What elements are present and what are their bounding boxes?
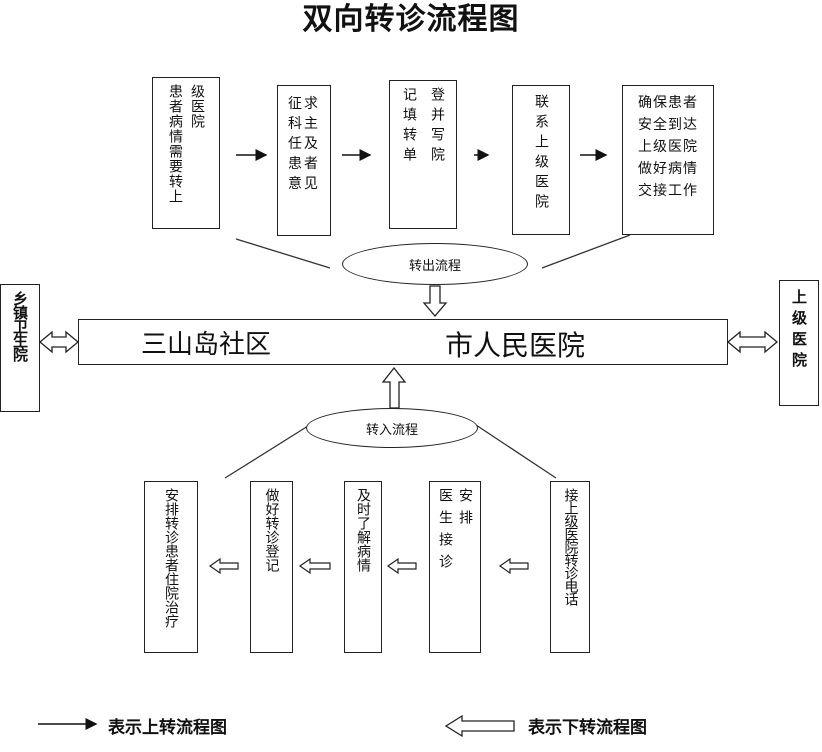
outbound-step-2-box: 征求 科主 任及 患者 意见 — [277, 85, 331, 236]
diag-bottom-left — [224, 425, 309, 479]
outbound-step-5-line4: 做好病情 — [638, 161, 698, 177]
township-hospital-label: 乡镇卫生院 — [11, 291, 29, 361]
inbound-step-5-text: 安排转诊患者住院治疗 — [163, 488, 179, 628]
township-hospital-box: 乡镇卫生院 — [0, 284, 40, 412]
diag-top-right — [541, 234, 631, 269]
double-arrow-right — [726, 330, 779, 354]
legend-down-text: 表示下转流程图 — [528, 718, 647, 738]
outbound-step-1-col1: 级医院 — [189, 84, 205, 129]
inbound-step-2-col2: 医生接诊 — [437, 488, 453, 576]
diag-bottom-right — [475, 424, 557, 479]
outbound-step-5-line2: 安全到达 — [638, 117, 698, 133]
city-hospital-label: 市人民医院 — [445, 329, 586, 362]
diagram-title: 双向转诊流程图 — [302, 2, 520, 37]
double-arrow-left — [38, 330, 80, 354]
hollow-arrow-left-3 — [298, 557, 331, 575]
hollow-arrow-left-4 — [208, 557, 239, 575]
outbound-step-1-box: 级医院 患者病情需要转上 — [152, 77, 220, 229]
outbound-step-2-line3: 任及 — [288, 136, 320, 152]
inbound-process-ellipse: 转入流程 — [306, 408, 478, 448]
outbound-step-2-line1: 征求 — [288, 96, 320, 112]
outbound-step-3-box: 登并写院 记填转单 — [389, 80, 457, 229]
inbound-process-label: 转入流程 — [365, 422, 418, 438]
higher-hospital-box: 上级医院 — [779, 280, 819, 406]
inbound-step-3-text: 及时了解病情 — [355, 488, 371, 572]
inbound-step-2-col1: 安排 — [457, 488, 473, 532]
hollow-arrow-left-2 — [386, 557, 417, 575]
outbound-step-5-line5: 交接工作 — [638, 183, 698, 199]
outbound-step-4-box: 联系上级医院 — [512, 85, 570, 235]
outbound-step-1-col2: 患者病情需要转上 — [167, 84, 183, 204]
outbound-process-label: 转出流程 — [408, 258, 461, 274]
main-institution-bar: 三山岛社区 市人民医院 — [78, 319, 728, 365]
community-label: 三山岛社区 — [141, 330, 272, 360]
inbound-step-4-box: 做好转诊登记 — [250, 481, 293, 653]
outbound-step-2-line2: 科主 — [288, 116, 320, 132]
legend-arrow-hollow — [444, 714, 515, 738]
outbound-step-5-line1: 确保患者 — [638, 95, 698, 111]
inbound-step-4-text: 做好转诊登记 — [263, 488, 280, 572]
outbound-step-5-box: 确保患者 安全到达 上级医院 做好病情 交接工作 — [622, 85, 714, 235]
outbound-step-4-col1: 联系上级医院 — [533, 94, 549, 214]
diag-top-left — [235, 238, 331, 269]
hollow-arrow-down — [422, 285, 448, 318]
inbound-step-1-box: 接上级医院转诊电话 — [550, 481, 590, 653]
outbound-process-ellipse: 转出流程 — [342, 243, 528, 285]
outbound-step-3-col1: 登并写院 — [429, 87, 445, 167]
higher-hospital-label: 上级医院 — [790, 289, 808, 373]
outbound-step-5-line3: 上级医院 — [638, 139, 698, 155]
inbound-step-1-text: 接上级医院转诊电话 — [562, 488, 579, 605]
inbound-step-2-box: 安排 医生接诊 — [429, 481, 481, 653]
hollow-arrow-left-1 — [498, 557, 529, 575]
inbound-step-5-box: 安排转诊患者住院治疗 — [144, 481, 198, 653]
outbound-step-2-line4: 患者 — [288, 156, 320, 172]
legend-up-text: 表示上转流程图 — [108, 718, 227, 738]
hollow-arrow-up — [381, 366, 407, 409]
outbound-step-3-col2: 记填转单 — [401, 87, 417, 167]
inbound-step-3-box: 及时了解病情 — [344, 481, 382, 653]
outbound-step-2-line5: 意见 — [288, 176, 320, 192]
